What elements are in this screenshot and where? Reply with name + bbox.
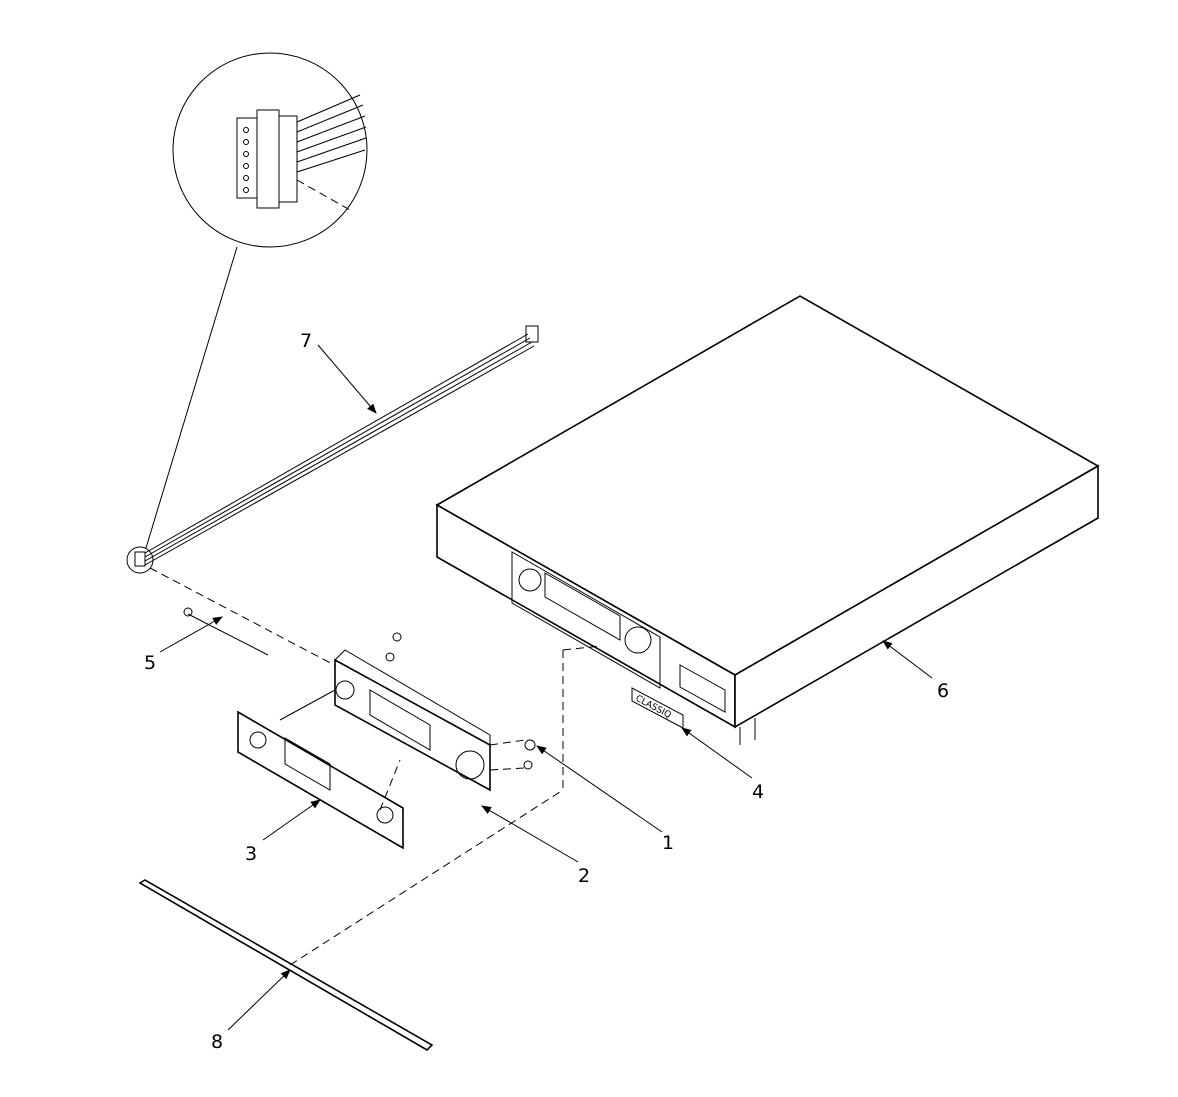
part-6-housing	[435, 295, 1100, 790]
badge-logo: CLASSIQ	[634, 694, 673, 721]
callout-1: 1	[662, 832, 674, 854]
callout-6: 6	[937, 680, 949, 702]
callout-7: 7	[300, 330, 312, 352]
callout-8: 8	[211, 1031, 223, 1053]
callout-3: 3	[245, 843, 257, 865]
part-3-faceplate	[237, 710, 404, 850]
connector-detail-view	[145, 52, 368, 549]
callout-2: 2	[578, 865, 590, 887]
part-2-display-module	[279, 632, 536, 792]
callout-5: 5	[144, 652, 156, 674]
callouts: 1 2 3 4 5 6 7 8	[144, 330, 949, 1053]
callout-4: 4	[752, 781, 764, 803]
part-8-strip	[138, 789, 564, 1052]
part-4-badge: CLASSIQ	[631, 687, 684, 729]
part-5-sensor	[183, 607, 269, 656]
part-7-cable	[126, 325, 539, 669]
